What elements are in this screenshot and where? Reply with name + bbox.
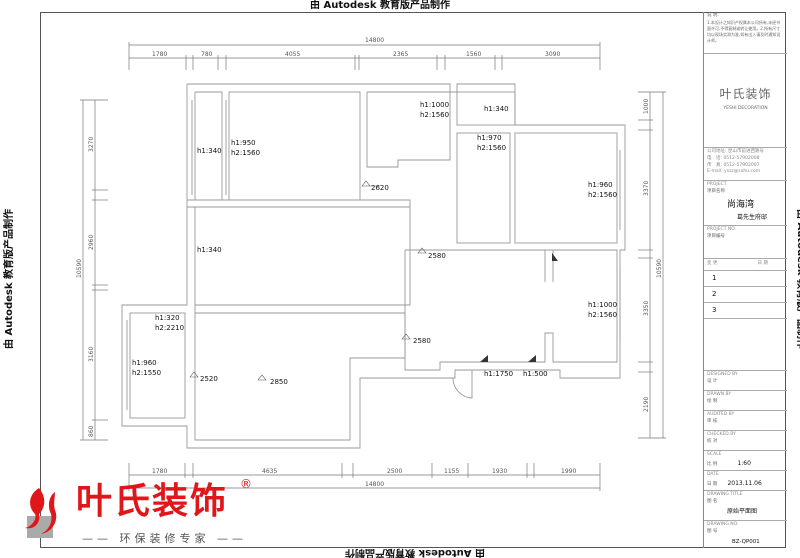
logo-mark-icon <box>25 488 57 538</box>
dim-bottom: 1155 <box>444 468 459 475</box>
elevation-label: 2580 <box>413 337 431 345</box>
dimension-lines <box>80 42 666 491</box>
drawing-no-label-en: DRAWING NO. <box>707 522 739 527</box>
designed-by-label: 设 计 <box>707 378 718 384</box>
date-col: 日 期 <box>757 261 768 266</box>
scale-label: 比 例 <box>707 461 718 467</box>
dim-left-total: 10590 <box>76 259 83 278</box>
dim-bottom-total: 14800 <box>365 481 384 488</box>
project-label: 项目名称 <box>707 188 725 194</box>
revision-row: 1 <box>704 270 787 286</box>
logo-slogan: —— 环保装修专家 —— <box>82 532 247 545</box>
logo-name: 叶氏装饰 <box>76 481 229 522</box>
date-value: 2013.11.06 <box>727 479 762 487</box>
dim-left: 860 <box>88 425 95 437</box>
elevation-label: 2580 <box>428 252 446 260</box>
notes-title: 说 明: <box>707 13 719 18</box>
checked-by-label: 校 对 <box>707 438 718 444</box>
date-label: 日 期 <box>707 481 718 487</box>
company-name: 叶氏装饰 <box>719 87 772 101</box>
dim-top: 1560 <box>466 51 481 58</box>
elevation-label: 2520 <box>200 375 218 383</box>
dim-right: 3370 <box>643 181 650 196</box>
project-no-label: 项目编号 <box>707 233 725 239</box>
dim-top-total: 14800 <box>365 37 384 44</box>
client-name: 葛先生府邸 <box>737 214 768 221</box>
project-name: 尚海湾 <box>727 199 755 210</box>
dim-right: 3350 <box>643 301 650 316</box>
drawing-title-label-en: DRAWING TITLE <box>707 492 743 497</box>
label: h1:500 <box>523 370 548 378</box>
dim-top: 3090 <box>545 51 560 58</box>
dim-bottom: 1990 <box>561 468 576 475</box>
label: h1:340 <box>197 246 222 254</box>
audited-by-label: 审 核 <box>707 418 718 424</box>
company-name-en: YESHI DECORATION <box>723 106 768 111</box>
label: h1:960 <box>132 359 157 367</box>
revision-row: 2 <box>704 286 787 302</box>
project-no-label-en: PROJECT NO. <box>707 227 737 232</box>
address: 公司地址: 昆山市前进西路号 <box>707 149 764 154</box>
label: h2:1560 <box>588 191 617 199</box>
label: h1:1750 <box>484 370 513 378</box>
registered-mark: ® <box>240 477 252 491</box>
dim-bottom: 1930 <box>492 468 507 475</box>
dim-bottom: 4635 <box>262 468 277 475</box>
label: h1:340 <box>197 147 222 155</box>
checked-by-label-en: CHECKED BY <box>707 432 736 437</box>
dim-right: 2190 <box>643 397 650 412</box>
drawn-by-label-en: DRAWN BY <box>707 392 732 397</box>
title-block: 说 明: 1.本设计之知识产权属本公司所有,未经书面许可,不得复制或转让使用。2… <box>703 12 787 548</box>
label: h1:320 <box>155 314 180 322</box>
label: h1:960 <box>588 181 613 189</box>
elevation-label: 2620 <box>371 184 389 192</box>
drawing-title: 原始平面图 <box>727 507 758 515</box>
dim-left: 3270 <box>88 137 95 152</box>
email: E-mail: yssz@sohu.com <box>707 169 761 175</box>
label: h1:1000 <box>588 301 617 309</box>
drawing-no: BZ-QP001 <box>732 538 760 545</box>
watermark-top: 由 Autodesk 教育版产品制作 <box>310 0 451 11</box>
elevation-markers <box>189 180 427 381</box>
dim-right-total: 10590 <box>656 259 663 278</box>
dim-left: 3160 <box>88 347 95 362</box>
tel: 电 话: 0512-57902008 <box>707 155 760 161</box>
revision-row: 3 <box>704 302 787 318</box>
label: h1:970 <box>477 134 502 142</box>
dim-top: 780 <box>201 51 213 58</box>
label: h2:1560 <box>231 149 260 157</box>
project-label-en: PROJECT <box>707 182 727 187</box>
label: h1:950 <box>231 139 256 147</box>
fax: 传 真: 0512-57902007 <box>707 162 760 168</box>
label: h1:340 <box>484 105 509 113</box>
dim-left: 2960 <box>88 235 95 250</box>
dim-right: 1000 <box>643 99 650 114</box>
drawn-by-label: 绘 制 <box>707 398 718 404</box>
date-label-en: DATE <box>707 472 719 477</box>
dim-top: 4055 <box>285 51 300 58</box>
scale-value: 1:60 <box>737 459 751 467</box>
notes-text: 1.本设计之知识产权属本公司所有,未经书面许可,不得复制或转让使用。2.所有尺寸… <box>707 19 781 43</box>
dim-top: 1780 <box>152 51 167 58</box>
label: h2:1550 <box>132 369 161 377</box>
elevation-label: 2850 <box>270 378 288 386</box>
dim-top: 2365 <box>393 51 408 58</box>
drawing-title-label: 图 名 <box>707 498 718 504</box>
walls <box>121 83 626 449</box>
drawing-no-label: 图 号 <box>707 528 718 534</box>
label: h2:1560 <box>477 144 506 152</box>
label: h2:2210 <box>155 324 184 332</box>
change-col: 变 更 <box>707 261 718 266</box>
drawing-frame <box>40 12 786 548</box>
dim-bottom: 2500 <box>387 468 402 475</box>
company-logo: 叶氏装饰 ® —— 环保装修专家 —— <box>18 478 268 548</box>
designed-by-label-en: DESIGNED BY <box>707 372 738 377</box>
label: h2:1560 <box>588 311 617 319</box>
window-markers <box>480 253 558 362</box>
scale-label-en: SCALE <box>707 452 722 457</box>
label: h2:1560 <box>420 111 449 119</box>
label: h1:1000 <box>420 101 449 109</box>
audited-by-label-en: AUDITED BY <box>707 412 735 417</box>
dim-bottom: 1780 <box>152 468 167 475</box>
